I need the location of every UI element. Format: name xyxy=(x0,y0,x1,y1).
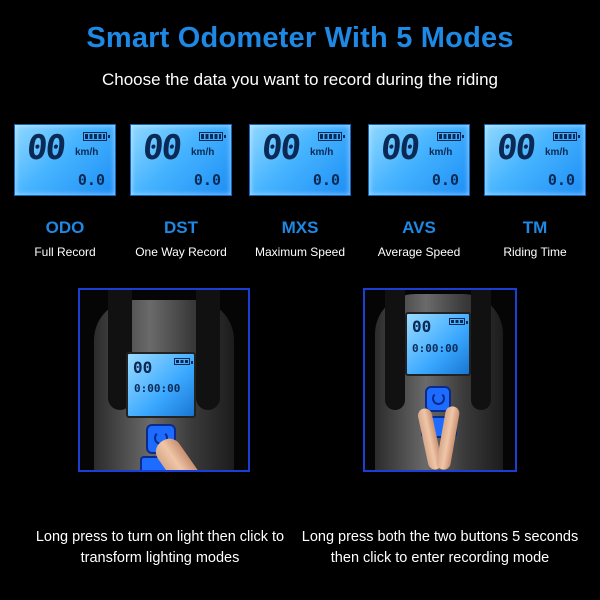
device-photo-right: 00 0:00:00 xyxy=(363,288,517,472)
lcd-unit: km/h xyxy=(429,147,453,158)
lcd-display: 00 km/h 0.0 xyxy=(368,124,470,196)
page-title: Smart Odometer With 5 Modes xyxy=(86,22,514,54)
lcd-unit: km/h xyxy=(310,147,334,158)
caption-left: Long press to turn on light then click t… xyxy=(35,529,285,566)
mode-odo: 00 km/h 0.0 ODO Full Record xyxy=(6,124,124,259)
mode-mxs: 00 km/h 0.0 MXS Maximum Speed xyxy=(241,124,359,259)
mode-code: DST xyxy=(164,218,198,237)
lcd-small-value: 0.0 xyxy=(431,171,459,189)
lcd-display: 00 km/h 0.0 xyxy=(249,124,351,196)
mode-name: Average Speed xyxy=(377,245,461,259)
lcd-speed: 00 xyxy=(259,128,302,168)
battery-icon xyxy=(437,132,464,141)
power-icon xyxy=(432,392,445,405)
mode-avs: 00 km/h 0.0 AVS Average Speed xyxy=(360,124,478,259)
lcd-unit: km/h xyxy=(545,147,569,158)
mode-name: Riding Time xyxy=(503,245,567,259)
battery-icon xyxy=(199,132,226,141)
lcd-display: 00 km/h 0.0 xyxy=(130,124,232,196)
mode-name: Maximum Speed xyxy=(254,245,346,259)
mode-code: ODO xyxy=(45,218,85,237)
lcd-unit: km/h xyxy=(191,147,215,158)
battery-icon xyxy=(318,132,345,141)
lcd-unit: km/h xyxy=(75,147,99,158)
device-speed: 00 xyxy=(133,358,153,377)
lcd-display: 00 km/h 0.0 xyxy=(484,124,586,196)
mode-code: TM xyxy=(522,218,548,237)
mode-code: MXS xyxy=(281,218,319,237)
lcd-display: 00 km/h 0.0 xyxy=(14,124,116,196)
device-time: 0:00:00 xyxy=(412,342,459,355)
lcd-speed: 00 xyxy=(24,128,67,168)
device-time: 0:00:00 xyxy=(134,382,181,395)
lcd-speed: 00 xyxy=(378,128,421,168)
lcd-small-value: 0.0 xyxy=(312,171,340,189)
modes-row: 00 km/h 0.0 ODO Full Record 00 km/h 0.0 … xyxy=(0,124,600,264)
battery-icon xyxy=(83,132,110,141)
battery-icon xyxy=(449,318,468,325)
mode-tm: 00 km/h 0.0 TM Riding Time xyxy=(476,124,594,259)
device-photo-left: 00 0:00:00 xyxy=(78,288,250,472)
device-speed: 00 xyxy=(412,317,432,336)
caption-right: Long press both the two buttons 5 second… xyxy=(301,529,579,566)
page-subtitle: Choose the data you want to record durin… xyxy=(102,70,498,89)
lcd-small-value: 0.0 xyxy=(77,171,105,189)
lcd-speed: 00 xyxy=(494,128,537,168)
lcd-small-value: 0.0 xyxy=(193,171,221,189)
mode-dst: 00 km/h 0.0 DST One Way Record xyxy=(122,124,240,259)
battery-icon xyxy=(174,358,193,365)
mode-code: AVS xyxy=(402,218,436,237)
device-screen: 00 0:00:00 xyxy=(405,312,471,376)
device-screen: 00 0:00:00 xyxy=(126,352,196,418)
mode-name: One Way Record xyxy=(135,245,227,259)
lcd-small-value: 0.0 xyxy=(547,171,575,189)
battery-icon xyxy=(553,132,580,141)
lcd-speed: 00 xyxy=(140,128,183,168)
mode-name: Full Record xyxy=(34,245,96,259)
